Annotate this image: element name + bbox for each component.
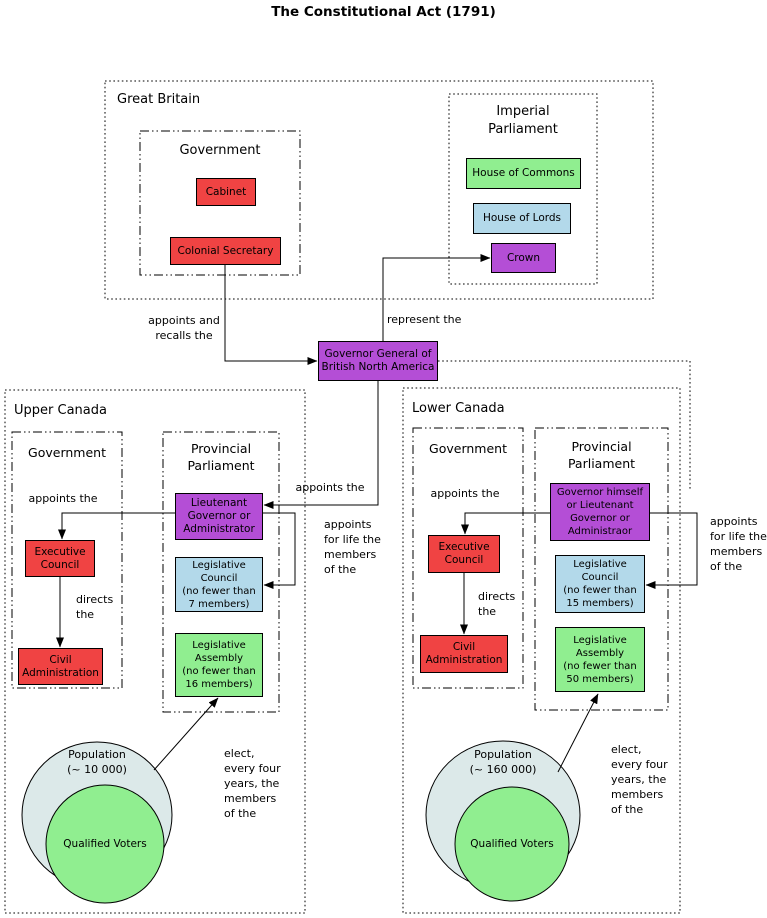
uc-elect-label: elect, every four years, the members of … (224, 747, 281, 820)
uc-qualified-voters-circle (45, 784, 165, 904)
arrow-colonial-secretary-to-gg (224, 265, 318, 365)
arrow-lc-governor-to-exec (461, 512, 550, 535)
lc-directs-the-label: directs the (478, 590, 516, 618)
lc-parliament-label: Provincial Parliament (567, 439, 636, 471)
arrow-uc-voters-elect (153, 697, 219, 771)
lc-executive-council-box: Executive Council (428, 535, 500, 573)
lc-government-label: Government (429, 441, 507, 456)
cabinet-box: Cabinet (196, 178, 256, 206)
uc-directs-the-label: directs the (76, 593, 114, 621)
lc-legislative-assembly-box: Legislative Assembly (no fewer than 50 m… (555, 627, 645, 692)
lc-government-border (412, 427, 524, 689)
gb-government-label: Government (179, 143, 261, 158)
upper-canada-label: Upper Canada (14, 403, 107, 418)
gg-appoints-the-label: appoints the (295, 481, 365, 494)
house-of-lords-box: House of Lords (473, 203, 571, 234)
lc-appoints-for-life-label: appoints for life the members of the (710, 515, 767, 573)
uc-government-border (11, 431, 123, 689)
uc-lieutenant-governor-box: Lieutenant Governor or Administrator (175, 493, 263, 540)
imperial-parliament-label: Imperial Parliament (488, 104, 558, 137)
lc-governor-box: Governor himself or Lieutenant Governor … (550, 483, 650, 541)
lc-appoints-the-label: appoints the (430, 487, 500, 500)
lc-population-label: Population (~ 160 000) (469, 748, 537, 776)
great-britain-border (104, 80, 654, 300)
uc-appoints-the-label: appoints the (28, 492, 98, 505)
page-title: The Constitutional Act (1791) (271, 4, 496, 20)
uc-civil-administration-box: Civil Administration (18, 648, 103, 685)
house-of-commons-box: House of Commons (466, 158, 581, 189)
arrow-gg-to-crown (382, 254, 491, 341)
arrow-uc-governor-to-exec (58, 512, 175, 540)
represent-the-label: represent the (387, 313, 462, 326)
lc-legislative-council-box: Legislative Council (no fewer than 15 me… (555, 555, 645, 613)
great-britain-label: Great Britain (117, 92, 201, 107)
governor-general-box: Governor General of British North Americ… (318, 341, 438, 381)
uc-parliament-border (162, 431, 280, 713)
lower-canada-label: Lower Canada (412, 401, 505, 416)
uc-appoints-for-life-label: appoints for life the members of the (324, 518, 381, 576)
gg-lower-canada-dotted-link (438, 360, 691, 490)
gb-government-border (139, 130, 301, 276)
uc-population-label: Population (~ 10 000) (67, 748, 127, 776)
crown-box: Crown (491, 243, 556, 273)
uc-qualified-voters-label: Qualified Voters (63, 838, 147, 850)
appoints-and-recalls-label: appoints and recalls the (148, 314, 220, 342)
lc-civil-administration-box: Civil Administration (420, 635, 508, 673)
imperial-parliament-border (448, 93, 598, 285)
lc-qualified-voters-circle (454, 786, 570, 902)
uc-parliament-label: Provincial Parliament (187, 441, 255, 473)
uc-legislative-council-box: Legislative Council (no fewer than 7 mem… (175, 557, 263, 612)
lc-qualified-voters-label: Qualified Voters (470, 838, 554, 850)
arrow-lc-voters-elect (557, 693, 599, 773)
arrow-lc-appoints-for-life (645, 512, 698, 589)
arrow-gg-to-uc-governor (263, 381, 379, 509)
uc-legislative-assembly-box: Legislative Assembly (no fewer than 16 m… (175, 633, 263, 697)
lc-parliament-border (534, 427, 669, 711)
arrow-uc-appoints-for-life (263, 512, 296, 589)
uc-executive-council-box: Executive Council (25, 540, 95, 577)
colonial-secretary-box: Colonial Secretary (170, 237, 281, 265)
lc-elect-label: elect, every four years, the members of … (611, 743, 668, 816)
uc-government-label: Government (28, 445, 106, 460)
